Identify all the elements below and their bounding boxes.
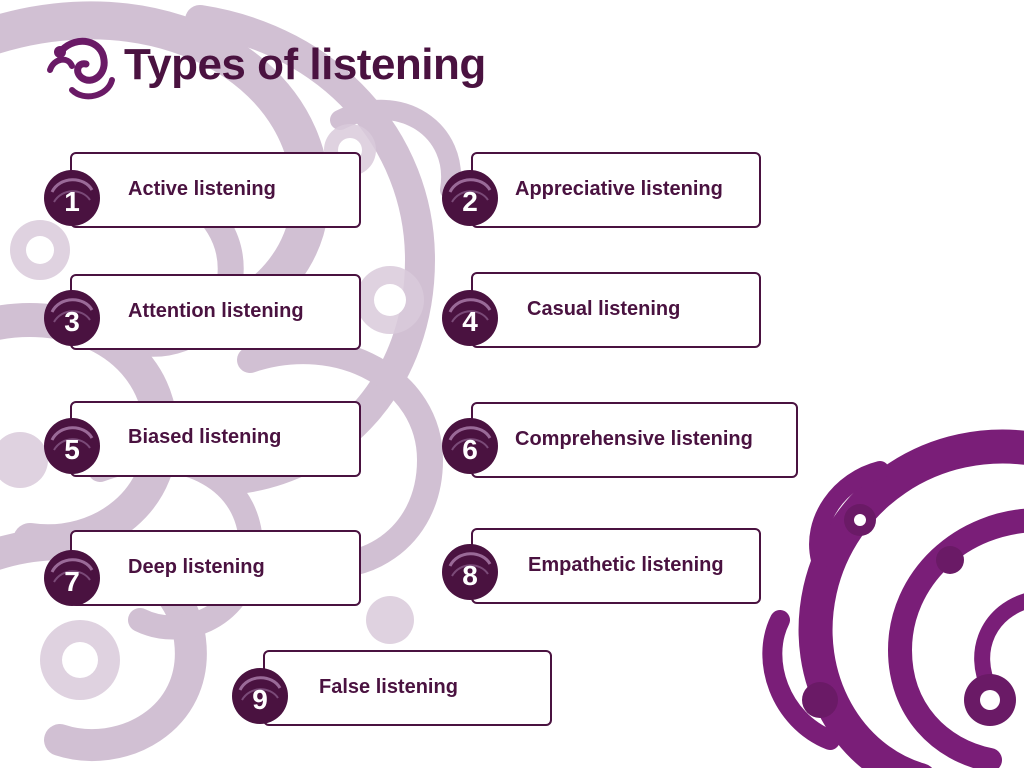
item-label-5: Biased listening — [128, 426, 282, 448]
brush-circle-icon — [44, 170, 100, 226]
brush-circle-icon — [44, 290, 100, 346]
number-badge-1: 1 — [40, 166, 104, 230]
brush-circle-icon — [44, 418, 100, 474]
brush-circle-icon — [442, 544, 498, 600]
page-title: Types of listening — [124, 40, 486, 89]
badge-number-5: 5 — [64, 434, 80, 465]
brush-circle-icon — [232, 668, 288, 724]
number-badge-8: 8 — [438, 540, 502, 604]
item-label-2: Appreciative listening — [515, 178, 723, 200]
number-badge-5: 5 — [40, 414, 104, 478]
number-badge-2: 2 — [438, 166, 502, 230]
item-box-2 — [471, 152, 761, 228]
item-box-4 — [471, 272, 761, 348]
badge-number-7: 7 — [64, 566, 80, 597]
item-label-6: Comprehensive listening — [515, 428, 753, 450]
item-label-8: Empathetic listening — [528, 554, 724, 576]
item-label-1: Active listening — [128, 178, 276, 200]
badge-number-4: 4 — [462, 306, 478, 337]
item-box-9 — [263, 650, 552, 726]
item-box-5 — [70, 401, 361, 477]
number-badge-7: 7 — [40, 546, 104, 610]
badge-number-6: 6 — [462, 434, 478, 465]
brush-circle-icon — [442, 418, 498, 474]
item-box-1 — [70, 152, 361, 228]
cloud-swirl-icon — [47, 37, 115, 100]
brush-circle-icon — [442, 170, 498, 226]
number-badge-3: 3 — [40, 286, 104, 350]
badge-number-2: 2 — [462, 186, 478, 217]
badge-number-9: 9 — [252, 684, 268, 715]
item-label-4: Casual listening — [527, 298, 681, 320]
brush-circle-icon — [44, 550, 100, 606]
badge-number-8: 8 — [462, 560, 478, 591]
item-box-8 — [471, 528, 761, 604]
item-label-7: Deep listening — [128, 556, 265, 578]
number-badge-4: 4 — [438, 286, 502, 350]
item-box-3 — [70, 274, 361, 350]
number-badge-6: 6 — [438, 414, 502, 478]
item-box-6 — [471, 402, 798, 478]
brush-circle-icon — [442, 290, 498, 346]
badge-number-1: 1 — [64, 186, 80, 217]
item-label-9: False listening — [319, 676, 458, 698]
number-badge-9: 9 — [228, 664, 292, 728]
item-label-3: Attention listening — [128, 300, 304, 322]
badge-number-3: 3 — [64, 306, 80, 337]
